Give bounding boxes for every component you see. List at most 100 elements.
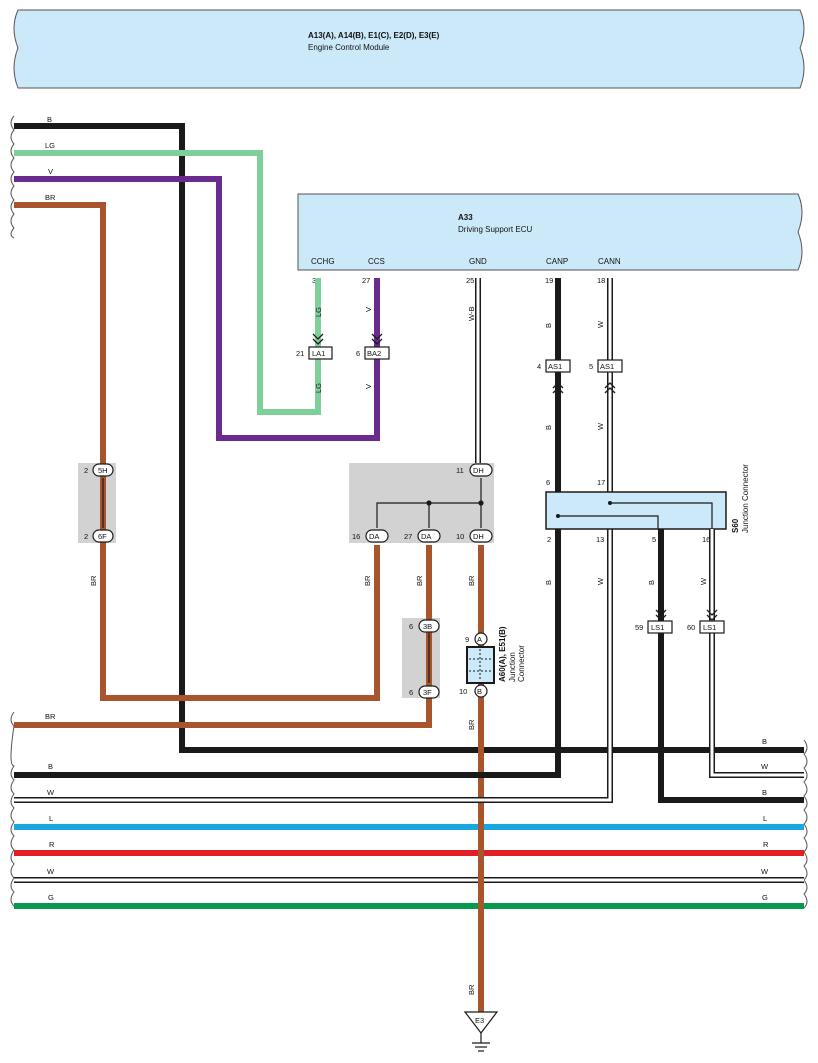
ecm-name: Engine Control Module	[308, 43, 390, 52]
left-wire-label-b: B	[47, 115, 52, 124]
connector-da-16: DA 16	[352, 529, 389, 543]
svg-text:4: 4	[537, 362, 541, 371]
connector-3b: 3B 6	[409, 619, 440, 633]
s60-pin-2: 2	[547, 535, 551, 544]
svg-text:LA1: LA1	[312, 349, 325, 358]
svg-text:DA: DA	[421, 532, 431, 541]
left-wire-label-v: V	[48, 167, 53, 176]
svg-text:16: 16	[352, 532, 360, 541]
wire-br-3f	[14, 545, 432, 728]
connector-arrow-marks	[312, 333, 718, 621]
connector-ls1-b: LS1 59	[635, 620, 673, 634]
connector-6f: 6F 2	[84, 529, 114, 543]
s60-code: S60	[731, 518, 740, 533]
s60-name: Junction Connector	[741, 464, 750, 533]
ds-ecu-name: Driving Support ECU	[458, 225, 532, 234]
svg-text:AS1: AS1	[600, 362, 614, 371]
connector-as1-b: AS1 4	[537, 359, 571, 373]
vlabel-br-1: BR	[89, 575, 98, 586]
svg-text:B: B	[477, 687, 482, 696]
pin-name-ccs: CCS	[368, 257, 385, 266]
vlabel-lg-2: LG	[314, 383, 323, 393]
vlabel-b-1: B	[544, 323, 553, 328]
svg-text:10: 10	[456, 532, 464, 541]
driving-support-ecu-box: A33 Driving Support ECU CCHG CCS GND CAN…	[297, 193, 803, 285]
s60-junction-connector: S60 Junction Connector 6 17 2 13 5 16	[545, 464, 750, 544]
s60-pin-5: 5	[652, 535, 656, 544]
svg-text:6: 6	[409, 622, 413, 631]
connector-as1-w: AS1 5	[589, 359, 623, 373]
jc-a60-line1: Junction	[508, 652, 517, 682]
connector-ba2: BA2 6	[356, 346, 390, 360]
ground-icon: E3	[463, 1011, 499, 1052]
vlabel-v-1: V	[364, 307, 373, 312]
svg-text:AS1: AS1	[548, 362, 562, 371]
vlabel-br-4: BR	[467, 575, 476, 586]
svg-text:DA: DA	[369, 532, 379, 541]
jc-a60-line2: Connector	[517, 645, 526, 682]
svg-text:3B: 3B	[423, 622, 432, 631]
bottom-right-label-w: W	[761, 762, 769, 771]
connector-ls1-w: LS1 60	[687, 620, 725, 634]
bottom-left-label-br: BR	[45, 712, 56, 721]
wire-s60-b	[658, 529, 804, 803]
bottom-left-label-w2: W	[47, 867, 55, 876]
vlabel-w-3: W	[596, 577, 605, 585]
pin-name-cann: CANN	[598, 257, 621, 266]
vlabel-br-6: BR	[467, 984, 476, 995]
left-wire-label-br: BR	[45, 193, 56, 202]
junction-block-5h-6f	[78, 463, 116, 543]
left-wire-label-lg: LG	[45, 141, 55, 150]
pin-num-canp: 19	[545, 276, 553, 285]
bottom-right-label-r: R	[763, 840, 769, 849]
svg-text:27: 27	[404, 532, 412, 541]
bottom-left-label-g: G	[48, 893, 54, 902]
svg-text:DH: DH	[473, 466, 484, 475]
connector-dh-top: DH 11	[456, 463, 493, 477]
svg-text:60: 60	[687, 623, 695, 632]
ground-label: E3	[475, 1016, 484, 1025]
svg-text:21: 21	[296, 349, 304, 358]
s60-pin-6: 6	[546, 478, 550, 487]
connector-da-27: DA 27	[404, 529, 441, 543]
junction-dh-da-internal	[376, 478, 484, 528]
vlabel-wb: W-B	[467, 307, 476, 321]
svg-text:BA2: BA2	[367, 349, 381, 358]
vlabel-v-2: V	[364, 384, 373, 389]
connector-3f: 3F 6	[409, 685, 440, 699]
svg-text:10: 10	[459, 687, 467, 696]
svg-text:6F: 6F	[98, 532, 107, 541]
s60-pin-17: 17	[597, 478, 605, 487]
vlabel-w-2: W	[596, 422, 605, 430]
vlabel-br-5: BR	[467, 719, 476, 730]
bottom-right-label-b2: B	[762, 788, 767, 797]
vlabel-b-3: B	[544, 580, 553, 585]
wire-v	[14, 176, 380, 441]
pin-num-ccs: 27	[362, 276, 370, 285]
svg-text:11: 11	[456, 466, 464, 475]
wire-br-left	[14, 202, 380, 701]
svg-text:3F: 3F	[423, 688, 432, 697]
bottom-right-label-g: G	[762, 893, 768, 902]
svg-text:9: 9	[465, 635, 469, 644]
wire-canp-b	[14, 278, 561, 778]
junction-connector-a60-e51: A 9 B 10 A60(A), E51(B) Junction Connect…	[459, 626, 526, 698]
pin-name-canp: CANP	[546, 257, 568, 266]
wire-cann-w	[14, 278, 613, 803]
wire-s60-w	[709, 529, 804, 778]
bottom-right-label-l: L	[763, 814, 767, 823]
vlabel-w-4: W	[699, 577, 708, 585]
svg-text:6: 6	[409, 688, 413, 697]
vlabel-b-2: B	[544, 425, 553, 430]
pin-name-gnd: GND	[469, 257, 487, 266]
wire-lg	[14, 150, 321, 415]
pin-num-gnd: 25	[466, 276, 474, 285]
svg-text:2: 2	[84, 532, 88, 541]
pin-name-cchg: CCHG	[311, 257, 335, 266]
bottom-right-label-b: B	[762, 737, 767, 746]
ecm-codes: A13(A), A14(B), E1(C), E2(D), E3(E)	[308, 31, 440, 40]
bottom-left-label-w: W	[47, 788, 55, 797]
ecm-box: A13(A), A14(B), E1(C), E2(D), E3(E) Engi…	[13, 9, 805, 89]
bottom-left-label-l: L	[49, 814, 53, 823]
